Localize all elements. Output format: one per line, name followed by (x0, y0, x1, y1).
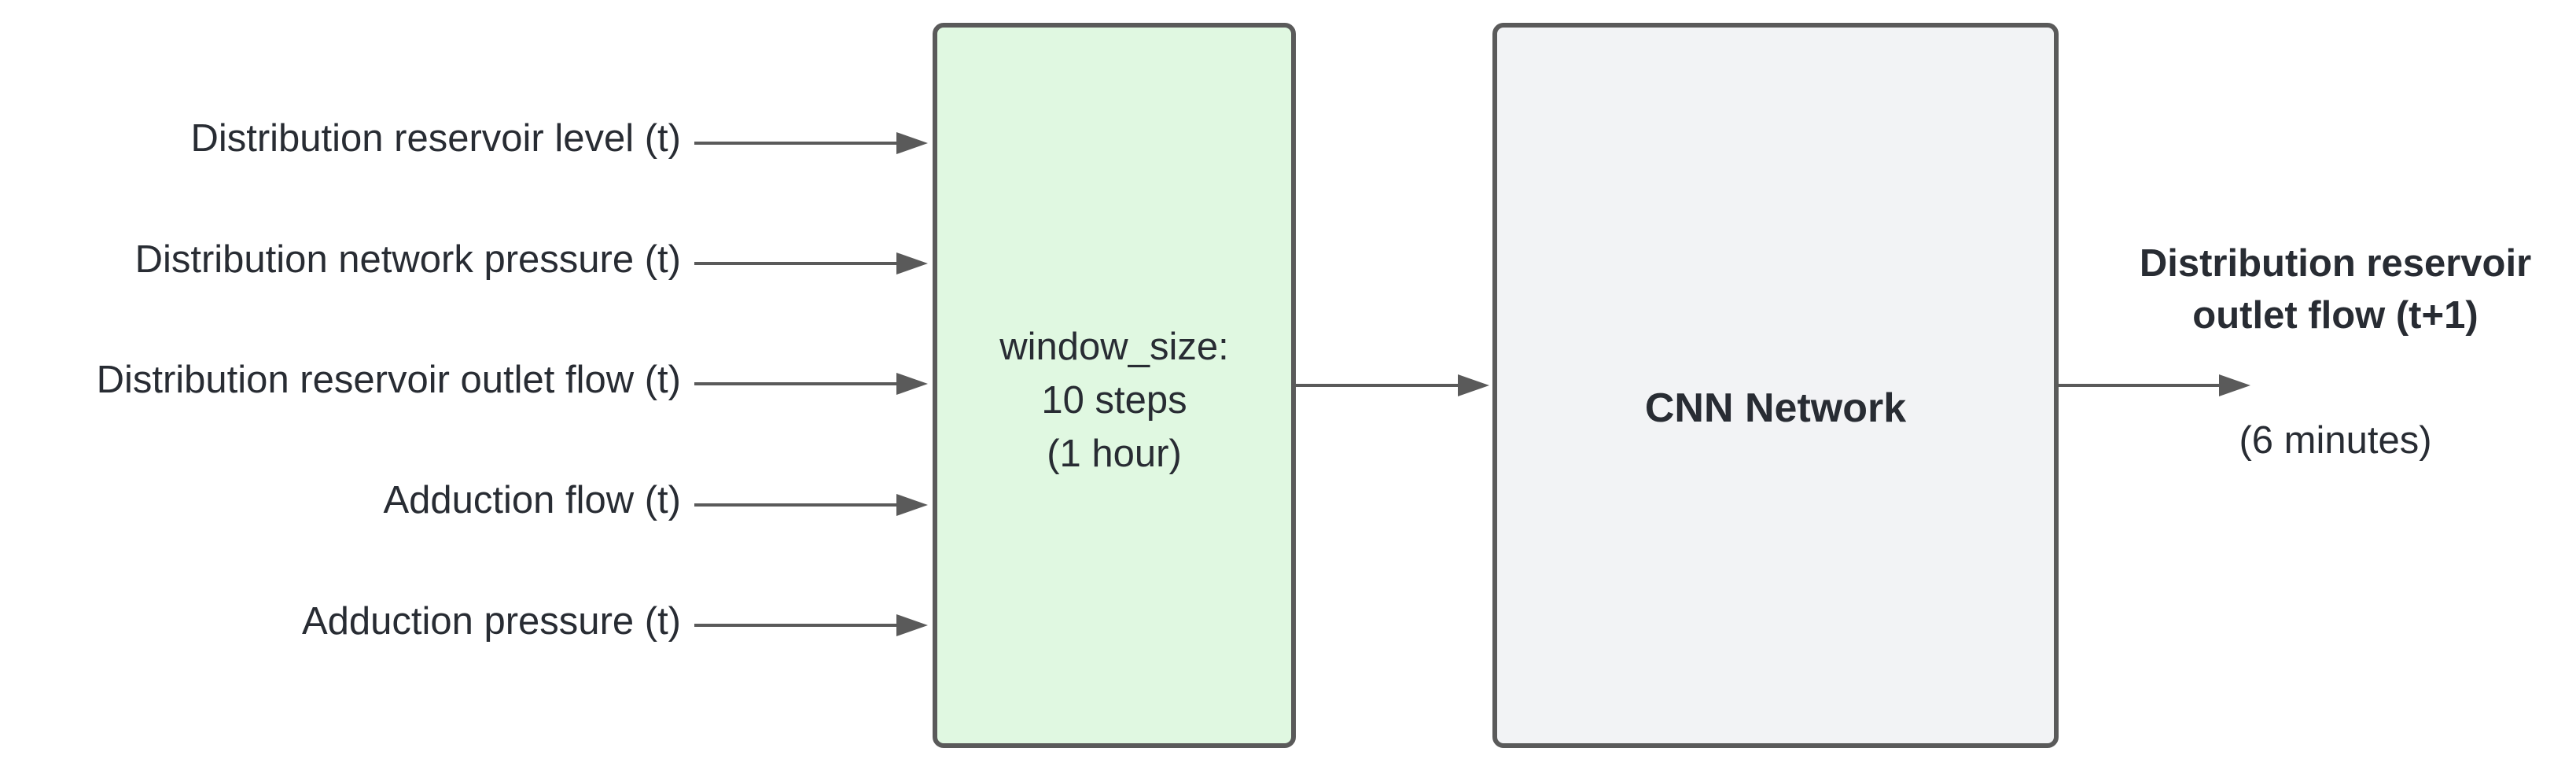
input-arrow-reservoir-level-head (896, 132, 928, 154)
output-title-line-1: Distribution reservoir (2139, 242, 2532, 285)
window-duration-label: (1 hour) (1047, 433, 1182, 475)
output-title: Distribution reservoir outlet flow (t+1) (2092, 238, 2576, 341)
window-size-label: window_size: (999, 326, 1229, 368)
input-label-adduction-flow: Adduction flow (t) (383, 479, 681, 521)
output-subtitle: (6 minutes) (2239, 419, 2432, 462)
input-arrows (694, 132, 928, 636)
cnn-network-block: CNN Network (1492, 23, 2059, 748)
output-title-line-2: outlet flow (t+1) (2192, 294, 2478, 337)
input-label-outlet-flow: Distribution reservoir outlet flow (t) (96, 359, 681, 401)
input-label-adduction-pressure: Adduction pressure (t) (301, 600, 681, 643)
input-arrow-adduction-pressure-head (896, 614, 928, 636)
window-size-text: window_size: 10 steps (1 hour) (937, 320, 1291, 481)
window-steps-label: 10 steps (1041, 379, 1187, 422)
input-arrow-adduction-flow-head (896, 494, 928, 516)
input-label-reservoir-level: Distribution reservoir level (t) (190, 117, 681, 160)
input-arrow-outlet-flow-head (896, 373, 928, 395)
window-size-block: window_size: 10 steps (1 hour) (933, 23, 1296, 748)
cnn-to-output-arrow-head (2219, 374, 2250, 396)
window-to-cnn-arrow-head (1458, 374, 1489, 396)
cnn-network-label: CNN Network (1644, 385, 1907, 431)
input-label-network-pressure: Distribution network pressure (t) (134, 238, 681, 281)
input-arrow-network-pressure-head (896, 252, 928, 274)
